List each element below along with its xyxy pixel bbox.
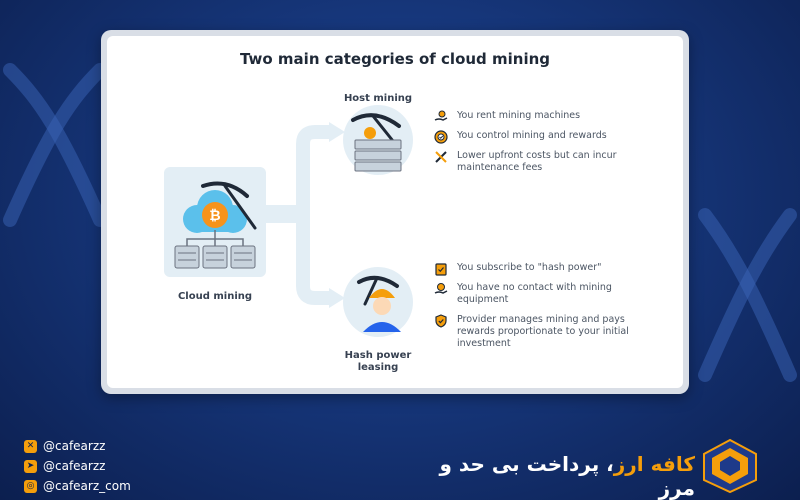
instagram-icon: ◎ xyxy=(24,479,37,493)
brand-tagline: ، پرداخت بی حد و مرز xyxy=(439,452,695,500)
social-link-x[interactable]: ✕ @cafearzz xyxy=(24,437,131,455)
hash-bullet-2: You have no contact with mining equipmen… xyxy=(429,282,629,306)
host-bullet-2-text: You control mining and rewards xyxy=(457,130,607,141)
diagram-card-inner: Two main categories of cloud mining xyxy=(107,36,683,388)
cloud-mining-label: Cloud mining xyxy=(177,291,253,302)
host-mining-label: Host mining xyxy=(343,93,413,104)
hash-bullet-1: You subscribe to "hash power" xyxy=(429,262,629,276)
social-links: ✕ @cafearzz ➤ @cafearzz ◎ @cafearz_com xyxy=(24,437,131,497)
hand-coins-icon xyxy=(434,110,448,121)
brand-name: کافه ارز xyxy=(613,452,695,476)
hand-coin-icon xyxy=(434,283,448,294)
telegram-icon: ➤ xyxy=(24,459,37,473)
hash-bullet-3: Provider manages mining and pays rewards… xyxy=(429,314,629,350)
svg-text:₿: ₿ xyxy=(209,208,220,224)
shield-check-icon xyxy=(435,314,447,328)
clipboard-check-icon xyxy=(435,263,447,276)
background-x-left-icon xyxy=(3,63,107,227)
social-handle: @cafearzz xyxy=(43,439,106,453)
host-bullet-1-text: You rent mining machines xyxy=(457,110,581,121)
host-mining-illustration xyxy=(343,105,413,175)
diagram-title: Two main categories of cloud mining xyxy=(239,50,551,68)
cloud-mining-illustration: ₿ xyxy=(164,167,266,277)
hash-bullet-3-text: Provider manages mining and pays rewards… xyxy=(457,314,629,349)
hash-bullet-2-text: You have no contact with mining equipmen… xyxy=(457,282,612,305)
background-x-right-icon xyxy=(698,208,797,382)
tools-icon xyxy=(435,151,447,163)
social-handle: @cafearz_com xyxy=(43,479,131,493)
diagram-graphics: ₿ xyxy=(164,105,413,337)
social-link-telegram[interactable]: ➤ @cafearzz xyxy=(24,457,131,475)
hash-power-label: Hash power leasing xyxy=(344,350,412,373)
hash-power-illustration xyxy=(343,267,413,337)
gear-check-icon xyxy=(434,130,448,144)
x-icon: ✕ xyxy=(24,439,37,453)
social-link-instagram[interactable]: ◎ @cafearz_com xyxy=(24,477,131,495)
branch-arrows xyxy=(263,122,345,308)
brand-slogan: کافه ارز، پرداخت بی حد و مرز xyxy=(405,452,695,500)
brand-logo xyxy=(703,438,757,494)
social-handle: @cafearzz xyxy=(43,459,106,473)
hash-power-bullets: You subscribe to "hash power" You have n… xyxy=(429,262,629,358)
host-bullet-3: Lower upfront costs but can incur mainte… xyxy=(429,150,629,174)
host-bullet-1: You rent mining machines xyxy=(429,110,629,122)
hash-bullet-1-text: You subscribe to "hash power" xyxy=(457,262,602,273)
host-mining-bullets: You rent mining machines You control min… xyxy=(429,110,629,182)
host-bullet-3-text: Lower upfront costs but can incur mainte… xyxy=(457,150,617,173)
diagram-card: Two main categories of cloud mining xyxy=(101,30,689,394)
host-bullet-2: You control mining and rewards xyxy=(429,130,629,144)
